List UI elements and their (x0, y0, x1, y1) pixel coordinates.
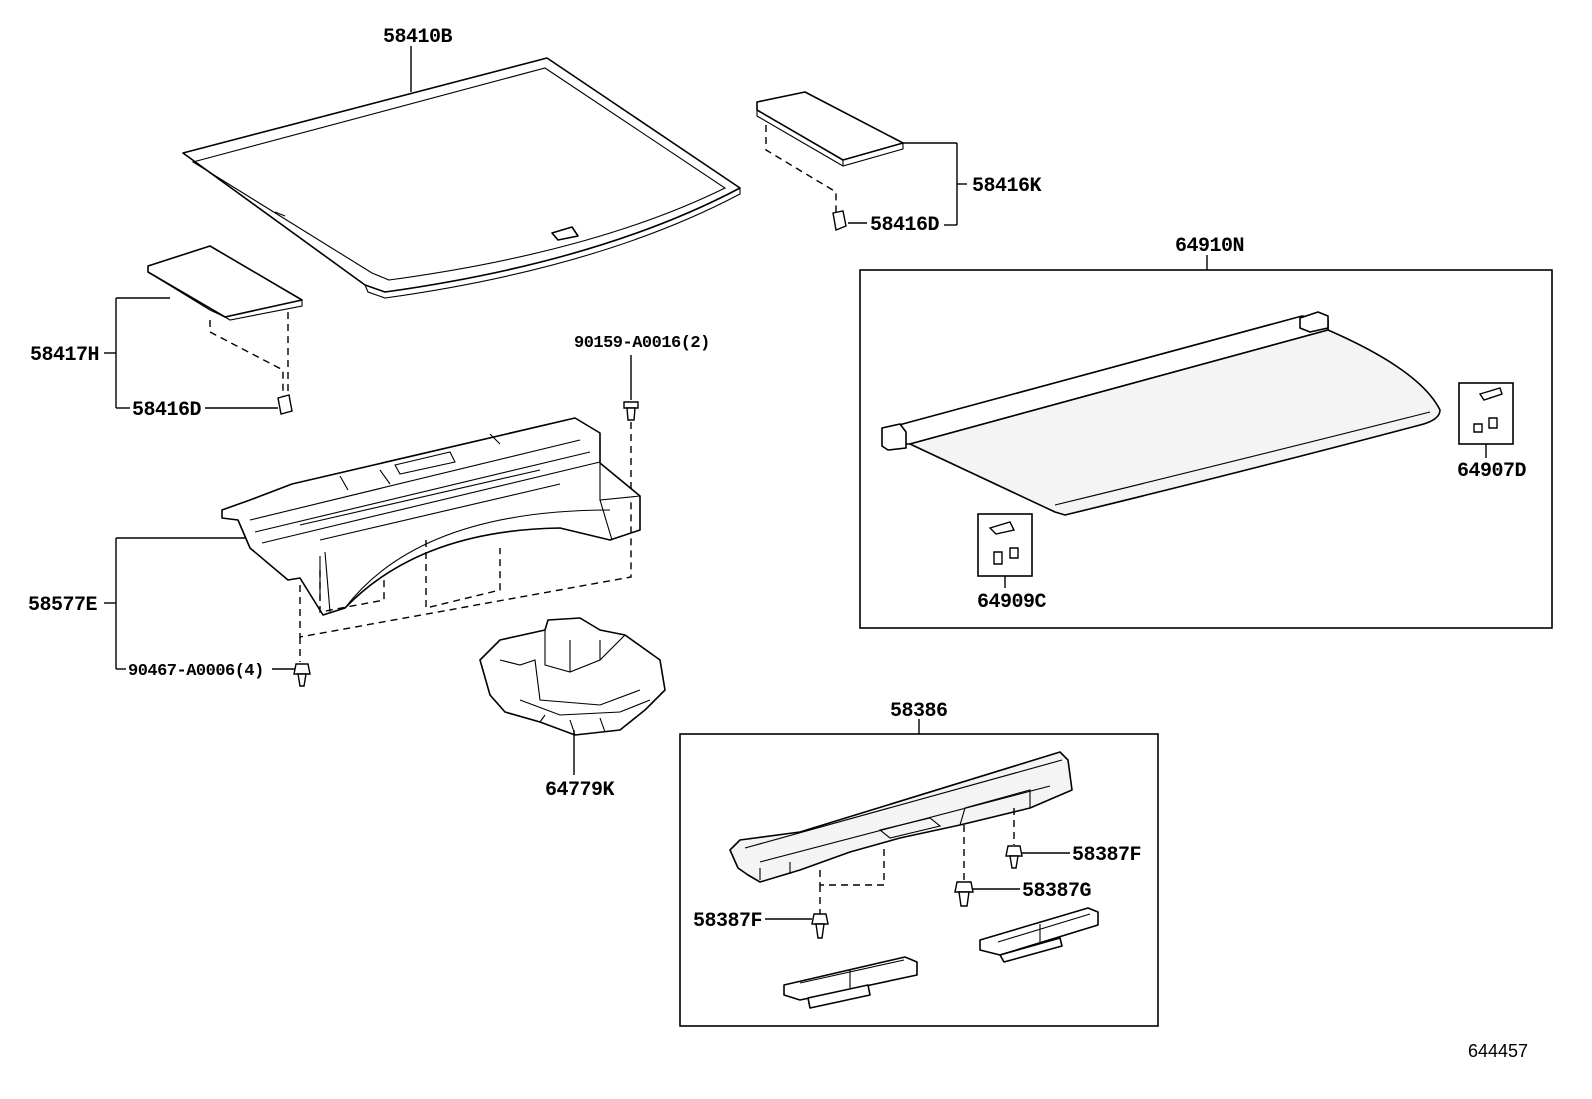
label-58387f-left: 58387F (693, 910, 762, 933)
label-64909c: 64909C (977, 591, 1047, 614)
label-58416d-left: 58416D (132, 399, 202, 422)
tool-tray-64779k (479, 617, 666, 775)
label-58577e: 58577E (28, 594, 98, 617)
clip-58387f-right (1005, 845, 1070, 869)
label-58417h: 58417H (30, 344, 99, 367)
scuff-plate-58386 (729, 751, 1073, 915)
clip-58387g (954, 881, 1020, 907)
retainer-block-right (979, 907, 1099, 963)
bracket-and-screws-64907d (1473, 387, 1503, 458)
bracket-and-screws-64909c (988, 521, 1019, 588)
label-58387g: 58387G (1022, 880, 1092, 903)
label-90159-a0016: 90159-A0016(2) (574, 334, 710, 353)
side-board-58417h (104, 245, 303, 415)
label-58387f-right: 58387F (1072, 844, 1141, 867)
screw-90159-a0016 (623, 355, 639, 498)
label-58410b: 58410B (383, 26, 453, 49)
label-90467-a0006: 90467-A0006(4) (128, 662, 264, 681)
diagram-reference-number: 644457 (1468, 1041, 1528, 1061)
label-64907d: 64907D (1457, 460, 1527, 483)
tonneau-cover-box (859, 269, 1553, 629)
label-64779k: 64779K (545, 779, 615, 802)
label-58416d-top: 58416D (870, 214, 940, 237)
retainer-block-left (783, 956, 918, 1009)
label-58386: 58386 (890, 700, 948, 723)
clip-58387f-left (765, 913, 829, 939)
label-58416k: 58416K (972, 175, 1042, 198)
tonneau-cover-64910n (881, 311, 1441, 516)
deck-board-58410b (182, 46, 741, 299)
tray-58577e (104, 417, 641, 670)
clip-90467-a0006 (293, 663, 311, 687)
side-board-58416k (756, 91, 967, 231)
label-64910n: 64910N (1175, 235, 1244, 258)
